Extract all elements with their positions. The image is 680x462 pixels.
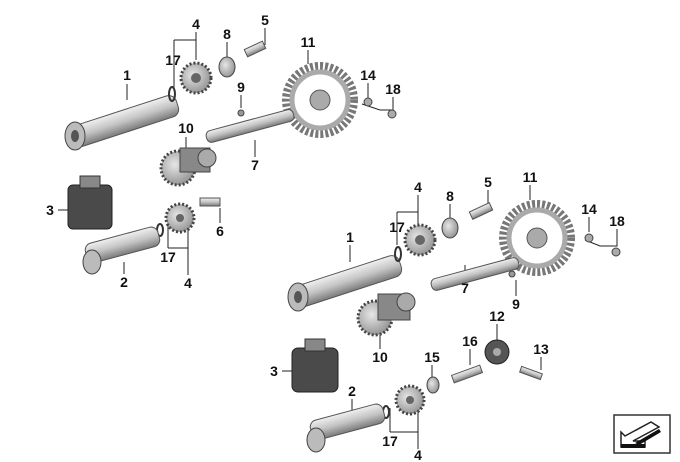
bearing [426, 376, 440, 394]
bearing [218, 56, 236, 78]
callout-label: 5 [484, 174, 492, 190]
gear-lower-top [164, 202, 196, 234]
callout-label: 14 [360, 67, 376, 83]
callout-label: 1 [346, 229, 354, 245]
callout-label: 10 [178, 120, 194, 136]
tensioner-bottom [291, 338, 339, 393]
sprocket-top [282, 62, 358, 138]
camshaft-lower-top [82, 226, 161, 275]
callout-label: 6 [216, 223, 224, 239]
callout-label: 4 [192, 16, 200, 32]
callout-label: 2 [120, 274, 128, 290]
bearing [441, 217, 459, 239]
callout-label: 17 [389, 219, 405, 235]
washer [394, 246, 402, 262]
callout-label: 13 [533, 341, 549, 357]
washer [168, 86, 176, 102]
bolt [611, 247, 621, 257]
sprocket-bottom [499, 200, 575, 276]
callout-label: 16 [462, 333, 478, 349]
camshaft-top [64, 95, 180, 151]
callout-label: 12 [489, 308, 505, 324]
gear-lower-bottom [394, 384, 426, 416]
tensioner-top [67, 175, 113, 230]
arrow-back-icon[interactable] [613, 414, 671, 454]
callout-label: 7 [461, 280, 469, 296]
pin [508, 270, 516, 278]
camshaft-bottom [287, 255, 403, 312]
gear-top [179, 61, 213, 95]
callout-label: 17 [160, 249, 176, 265]
callout-label: 11 [300, 34, 316, 50]
callout-label: 17 [382, 433, 398, 449]
callout-label: 8 [446, 188, 454, 204]
gear-bottom [403, 223, 437, 257]
callout-label: 18 [385, 81, 401, 97]
callout-label: 4 [414, 179, 422, 195]
bolt [468, 202, 494, 220]
callout-label: 10 [372, 349, 388, 365]
callout-label: 3 [270, 363, 278, 379]
camshaft-lower-bottom [306, 403, 386, 453]
bolt [450, 364, 484, 384]
callout-label: 17 [165, 52, 181, 68]
bolt [199, 197, 221, 207]
bolt [584, 233, 594, 243]
callout-label: 14 [581, 201, 597, 217]
pin [237, 109, 245, 117]
callout-label: 4 [184, 275, 192, 291]
callout-label: 3 [46, 202, 54, 218]
callout-label: 1 [123, 67, 131, 83]
callout-label: 8 [223, 26, 231, 42]
callout-label: 9 [512, 296, 520, 312]
callout-label: 4 [414, 447, 422, 462]
shaft [430, 257, 520, 291]
bolt [518, 365, 544, 381]
gear-pair-bottom [356, 292, 416, 337]
callout-label: 15 [424, 349, 440, 365]
callout-label: 11 [522, 169, 538, 185]
callout-label: 18 [609, 213, 625, 229]
gear-pair-top [159, 147, 217, 187]
bolt [387, 109, 397, 119]
callout-label: 9 [237, 79, 245, 95]
bolt [363, 97, 373, 107]
shaft [205, 109, 295, 143]
callout-label: 5 [261, 12, 269, 28]
bolt [243, 40, 267, 58]
callout-label: 2 [348, 383, 356, 399]
sensor-wheel [484, 339, 510, 365]
callout-label: 7 [251, 157, 259, 173]
